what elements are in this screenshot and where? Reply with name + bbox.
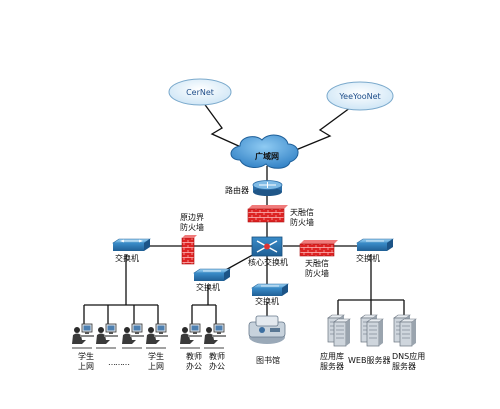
core-switch-icon (251, 236, 283, 257)
firewall-top-icon (247, 205, 288, 223)
students-1-label-1: 学生 (78, 352, 94, 361)
firewall-left-icon (181, 235, 197, 265)
switch-left-label: 交换机 (115, 254, 139, 263)
switch-library-label: 交换机 (255, 297, 279, 306)
cernet-cloud (168, 78, 232, 106)
teachers-1-label-2: 办公 (186, 362, 202, 371)
link-cernet-wan (202, 101, 253, 153)
ellipsis-label: ……… (108, 358, 130, 367)
firewall-right-label-2: 防火墙 (305, 269, 329, 278)
links (83, 101, 405, 324)
library-label: 图书馆 (256, 356, 280, 365)
students-1-label-2: 上网 (78, 362, 94, 371)
yeeyoonet-cloud (326, 81, 394, 111)
server-dns-label-1: DNS应用 (392, 352, 426, 361)
teachers-1-label-1: 教师 (186, 352, 202, 361)
library-icon (248, 315, 286, 344)
workstation-icon (146, 323, 168, 349)
workstation-icon (72, 323, 94, 349)
students-2-label-1: 学生 (148, 352, 164, 361)
servers (327, 314, 417, 347)
firewall-top-label-1: 天融信 (290, 208, 314, 217)
firewall-right-label-1: 天融信 (305, 259, 329, 268)
router-icon (252, 180, 283, 196)
router-label: 路由器 (225, 186, 249, 195)
server-icon (393, 314, 417, 347)
switch-left-icon (112, 238, 151, 251)
cernet-label: CerNet (186, 88, 214, 97)
link-yeeyoonet-wan (285, 101, 359, 155)
firewall-top-label-2: 防火墙 (290, 218, 314, 227)
switch-library-icon (251, 283, 289, 296)
server-dns-label-2: 服务器 (392, 362, 416, 371)
switch-right-icon (356, 238, 394, 251)
firewall-left-label-1: 原边界 (180, 213, 204, 222)
switch-mid-icon (193, 268, 231, 281)
students-2-label-2: 上网 (148, 362, 164, 371)
yeeyoonet-label: YeeYooNet (339, 92, 381, 101)
firewall-left-label-2: 防火墙 (180, 223, 204, 232)
server-web-label: WEB服务器 (348, 356, 391, 365)
teachers-2-label-2: 办公 (209, 362, 225, 371)
workstation-icon (204, 323, 226, 349)
server-app-label-1: 应用库 (320, 352, 344, 361)
teachers-2-label-1: 教师 (209, 352, 225, 361)
switch-right-label: 交换机 (356, 254, 380, 263)
core-switch-label: 核心交换机 (248, 258, 288, 267)
server-app-label-2: 服务器 (320, 362, 344, 371)
server-icon (360, 314, 384, 347)
workstation-icon (96, 323, 118, 349)
workstation-icon (180, 323, 202, 349)
workstation-icon (122, 323, 144, 349)
server-icon (327, 314, 351, 347)
workstations (72, 323, 226, 349)
wan-label: 广域网 (255, 152, 279, 161)
wan-cloud (230, 134, 299, 169)
firewall-right-icon (299, 240, 338, 257)
switch-mid-label: 交换机 (196, 283, 220, 292)
